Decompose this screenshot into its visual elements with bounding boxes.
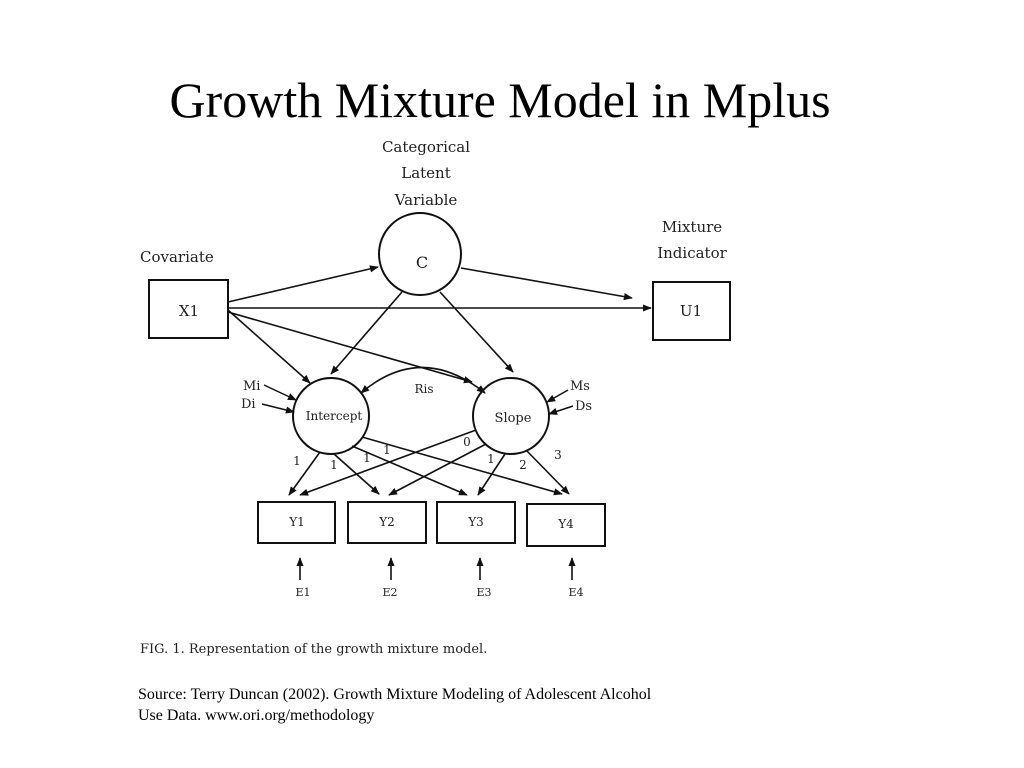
intercept-loading-y2: 1 — [330, 458, 338, 472]
latent-class-label-line-3: Variable — [394, 191, 458, 209]
slide-title: Growth Mixture Model in Mplus — [169, 72, 831, 128]
e1-label: E1 — [295, 586, 310, 599]
y1-box — [257, 501, 336, 544]
latent-class-label-line-2: Latent — [401, 164, 451, 182]
arrow-slope-to-y1 — [299, 429, 477, 496]
intercept-loading-y4: 1 — [383, 443, 391, 457]
covariate-x1: X1 — [179, 302, 199, 320]
slope-loading-y2: 1 — [487, 452, 495, 466]
arrow-c-to-slope — [439, 291, 514, 373]
e3-label: E3 — [476, 586, 491, 599]
slope-circle — [472, 377, 550, 455]
source-citation: Source: Terry Duncan (2002). Growth Mixt… — [138, 684, 838, 726]
slope-mean-label: Ms — [570, 379, 590, 394]
covariate-label: Covariate — [140, 248, 214, 266]
arrow-x1-to-slope — [227, 311, 473, 384]
arrow-mi — [263, 384, 297, 401]
arrow-ms — [546, 389, 569, 403]
arrow-x1-to-c — [227, 265, 379, 303]
e4-label: E4 — [568, 586, 583, 599]
intercept-disturbance-label: Di — [241, 397, 256, 412]
y3-label: Y3 — [467, 515, 484, 529]
arrow-c-to-intercept — [330, 291, 403, 375]
residual-covariance-curve — [360, 366, 486, 394]
slope-loading-y4: 3 — [554, 448, 562, 462]
y3-box — [436, 501, 516, 544]
arrow-di — [261, 403, 295, 414]
slope-disturbance-label: Ds — [575, 399, 592, 414]
arrow-intercept-to-y3 — [351, 445, 468, 496]
slope-loading-y1: 0 — [463, 435, 471, 449]
intercept-loading-y1: 1 — [293, 454, 301, 468]
mixture-indicator-label-line-1: Mixture — [662, 218, 722, 236]
intercept-loading-y3: 1 — [363, 451, 371, 465]
y4-box — [526, 503, 606, 547]
intercept-label: Intercept — [306, 409, 363, 423]
residual-covariance-label: Ris — [414, 382, 433, 396]
mixture-indicator-box — [652, 281, 731, 341]
slope-loading-y3: 2 — [519, 458, 527, 472]
arrow-intercept-to-y1 — [288, 451, 321, 496]
mixture-indicator-label-line-2: Indicator — [657, 244, 727, 262]
latent-class-circle — [378, 212, 462, 296]
figure-caption: FIG. 1. Representation of the growth mix… — [140, 642, 487, 657]
latent-class-label-line-1: Categorical — [382, 138, 470, 156]
arrow-x1-to-intercept — [227, 309, 311, 384]
arrow-slope-to-y3 — [477, 453, 506, 496]
slope-label: Slope — [495, 411, 532, 426]
latent-class-label: C — [416, 253, 428, 272]
intercept-mean-label: Mi — [243, 379, 260, 394]
arrow-intercept-to-y4 — [361, 436, 563, 496]
source-line-2: Use Data. www.ori.org/methodology — [138, 707, 375, 724]
y2-label: Y2 — [378, 515, 395, 529]
arrow-c-to-u1 — [460, 267, 633, 301]
y2-box — [347, 501, 427, 544]
mixture-indicator-u1: U1 — [680, 302, 702, 320]
source-line-1: Source: Terry Duncan (2002). Growth Mixt… — [138, 686, 652, 703]
y4-label: Y4 — [557, 517, 574, 531]
intercept-circle — [292, 377, 370, 455]
arrow-slope-to-y4 — [525, 449, 570, 495]
y1-label: Y1 — [288, 515, 305, 529]
arrow-ds — [548, 405, 574, 415]
covariate-box — [148, 279, 229, 339]
arrow-slope-to-y2 — [388, 443, 487, 496]
e2-label: E2 — [382, 586, 397, 599]
